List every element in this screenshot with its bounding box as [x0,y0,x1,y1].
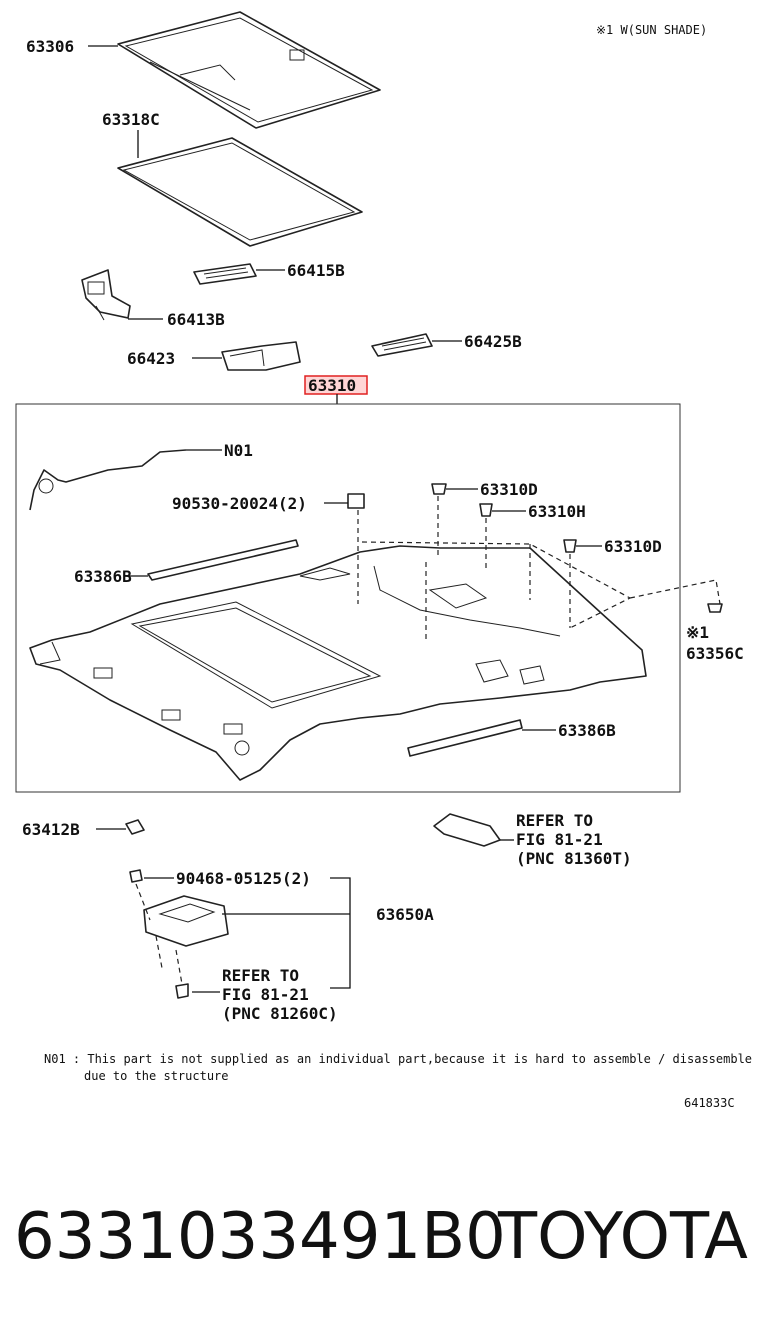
label-63386b-a: 63386B [74,567,132,586]
lamp-81360t [433,813,501,847]
screw-90468 [129,869,143,883]
console-63650a [135,883,229,999]
label-66415b: 66415B [287,261,345,280]
brand: TOYOTA [497,1200,748,1274]
pad-66415b [193,263,257,285]
label-66413b: 66413B [167,310,225,329]
roof-headliner [29,545,647,781]
refer1-line3: (PNC 81360T) [516,849,632,868]
figure-code: 641833C [684,1096,735,1110]
footnote-line2: due to the structure [84,1069,229,1083]
pad-66425b [371,333,433,357]
rail-63386b-a [147,539,299,581]
label-63310d-b: 63310D [604,537,662,556]
label-63412b: 63412B [22,820,80,839]
sunroof-seal [117,137,363,247]
clip-63310h [479,503,493,517]
footnote-line1: N01 : This part is not supplied as an in… [44,1052,752,1066]
clip-63310d-a [431,483,447,495]
bracket-66413b [81,269,131,321]
label-63356c: 63356C [686,644,744,663]
pad-90530 [347,493,365,509]
label-66425b: 66425B [464,332,522,351]
clip-63356c [707,603,723,613]
wire-harness [29,449,187,511]
assembly-frame [15,403,681,793]
label-63650a: 63650A [376,905,434,924]
label-63310-highlight [304,375,368,395]
label-66423: 66423 [127,349,175,368]
label-63310h: 63310H [528,502,586,521]
refer2-line2: FIG 81-21 [222,985,309,1004]
label-90530: 90530-20024(2) [172,494,307,513]
part-number: 6331033491B0 [14,1200,506,1274]
clip-63412b [125,819,145,835]
sun-shade-panel [117,11,381,129]
refer1-line1: REFER TO [516,811,593,830]
refer2-line3: (PNC 81260C) [222,1004,338,1023]
clip-66423 [221,341,301,371]
label-63356c-mark: ※1 [686,623,709,642]
label-63310[interactable]: 63310 [308,376,356,395]
label-n01: N01 [224,441,253,460]
refer2-line1: REFER TO [222,966,299,985]
sun-shade-note: ※1 W(SUN SHADE) [596,23,707,37]
label-63318c: 63318C [102,110,160,129]
rail-63386b-b [407,719,523,757]
label-63306: 63306 [26,37,74,56]
refer1-line2: FIG 81-21 [516,830,603,849]
label-63310d-a: 63310D [480,480,538,499]
label-63386b-b: 63386B [558,721,616,740]
clip-63310d-b [563,539,577,553]
label-90468: 90468-05125(2) [176,869,311,888]
